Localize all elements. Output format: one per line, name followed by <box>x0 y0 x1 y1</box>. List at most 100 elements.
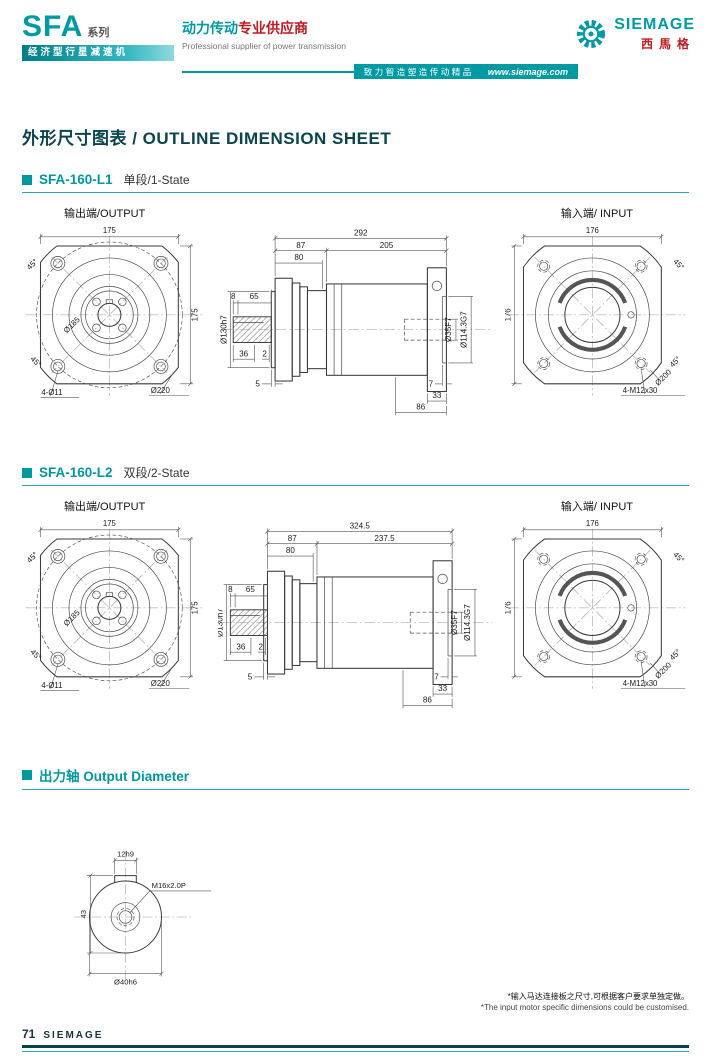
drawing-row: 175 175 45° 45° Ø185 4-Ø11 Ø220 <box>22 516 689 735</box>
dim-label: 4-Ø11 <box>41 681 62 690</box>
section-bullet <box>22 467 32 478</box>
tagline-cn-2: 专业供应商 <box>238 20 308 36</box>
dim-label: Ø200 <box>653 660 673 680</box>
dim-label: 87 <box>296 241 305 250</box>
dim-label: Ø200 <box>653 367 673 387</box>
section-subtitle: 双段/2-State <box>123 466 190 480</box>
flange-dimensions: 176 176 45° 45° Ø200 4-M12x30 <box>505 226 686 397</box>
brand-block: SFA 系列 经济型行星减速机 <box>22 12 174 61</box>
dim-label: 176 <box>505 601 513 614</box>
dim-label: 80 <box>294 253 303 262</box>
strip-bar: 致力智造塑造传动精品 www.siemage.com <box>353 64 578 79</box>
dim-label: 176 <box>586 519 599 528</box>
section-sfa-160-l2: SFA-160-L2 双段/2-State 输出端/OUTPUT 输入端/ IN… <box>22 464 689 735</box>
tagline-cn-1: 动力传动 <box>182 20 238 36</box>
dim-label: Ø185 <box>62 315 82 335</box>
dim-label: 175 <box>103 519 117 528</box>
side-section-drawing: 324.5 87 237.5 80 8 65 Ø130h7 <box>218 521 492 709</box>
dim-label: 45° <box>25 257 40 272</box>
dim-label: 292 <box>354 228 368 237</box>
website-text: www.siemage.com <box>487 66 568 77</box>
section-bullet <box>22 770 32 780</box>
dim-label: 36 <box>236 642 245 651</box>
output-shaft-drawing: 12h9 43 M16x2.0P Ø40h6 <box>74 850 211 987</box>
dim-label: 7 <box>434 673 439 682</box>
dim-label: 36 <box>239 349 248 358</box>
side-dimensions: 324.5 87 237.5 80 8 65 Ø130h7 <box>218 521 477 709</box>
dim-label: 2 <box>262 349 267 358</box>
gearbox-body <box>232 267 447 393</box>
output-flange-drawing: 175 175 45° 45° Ø185 4-Ø11 Ø220 <box>25 226 203 398</box>
brand-series-label: 系列 <box>87 27 110 39</box>
output-end-label: 输出端/OUTPUT <box>64 208 146 220</box>
flange-geometry <box>36 241 183 389</box>
dim-label: Ø40h6 <box>114 978 137 987</box>
dim-label: 205 <box>379 241 393 250</box>
input-end-label: 输入端/ INPUT <box>560 208 633 220</box>
dim-label: 45° <box>671 550 686 565</box>
flange-geometry <box>522 245 662 385</box>
dim-label: Ø220 <box>151 386 171 395</box>
company-logo: SIEMAGE 西馬格 <box>574 16 695 52</box>
dim-label: 4-M12x30 <box>623 386 658 395</box>
dim-label: 45° <box>25 550 40 565</box>
section-sfa-160-l1: SFA-160-L1 单段/1-State 输出端/OUTPUT 输入端/ IN… <box>22 171 689 442</box>
dim-label: 33 <box>432 391 441 400</box>
dim-label: 237.5 <box>374 534 395 543</box>
section-output-shaft: 出力轴 Output Diameter 12h9 <box>22 765 689 994</box>
dim-label: Ø114.3G7 <box>459 311 468 348</box>
dim-label: 80 <box>285 546 294 555</box>
dim-label: 45° <box>671 257 686 272</box>
dim-label: 324.5 <box>349 521 370 530</box>
dim-label: Ø220 <box>151 679 171 688</box>
drawing-row: 175 175 45° 45° Ø185 4-Ø11 Ø220 <box>22 223 689 442</box>
side-section-drawing: 292 87 205 80 8 65 Ø130h7 <box>219 228 490 416</box>
dim-label: 176 <box>586 226 599 235</box>
input-end-label: 输入端/ INPUT <box>560 501 633 513</box>
dim-label: 87 <box>287 534 296 543</box>
brand-logo: SFA <box>22 10 84 43</box>
dim-label: Ø185 <box>62 608 82 628</box>
strip-slogan: 致力智造塑造传动精品 <box>363 66 474 77</box>
dim-label: 175 <box>191 308 200 322</box>
section-title: SFA-160-L1 <box>39 172 113 187</box>
dim-label: 176 <box>505 308 513 321</box>
output-flange-drawing: 175 175 45° 45° Ø185 4-Ø11 Ø220 <box>25 519 203 691</box>
shaft-geometry <box>89 875 162 954</box>
page-title: 外形尺寸图表 / OUTLINE DIMENSION SHEET <box>22 129 392 148</box>
dim-label: 4-M12x30 <box>623 679 658 688</box>
dim-label: 43 <box>79 910 88 918</box>
dim-label: 12h9 <box>117 850 134 859</box>
flange-geometry <box>36 534 183 682</box>
output-end-label: 输出端/OUTPUT <box>64 501 146 513</box>
gear-logo-icon <box>577 19 606 49</box>
dim-label: 175 <box>103 226 117 235</box>
dim-label: 175 <box>191 601 200 615</box>
footer-brand: SIEMAGE <box>43 1029 104 1041</box>
dim-label: 7 <box>428 380 433 389</box>
dim-label: Ø35F7 <box>444 317 453 342</box>
page-number: 71 <box>22 1026 36 1041</box>
dim-label: 5 <box>247 673 252 682</box>
footnote-cn: *输入马达连接板之尺寸,可根据客户要求单独定做。 <box>507 991 689 1001</box>
dim-label: 65 <box>245 585 254 594</box>
section-title: 出力轴 Output Diameter <box>39 769 190 784</box>
dim-label: Ø114.3G7 <box>463 604 472 641</box>
dim-label: 4-Ø11 <box>41 388 62 397</box>
section-subtitle: 单段/1-State <box>123 173 190 187</box>
dim-label: 45° <box>668 647 683 662</box>
shaft-dimensions: 12h9 43 M16x2.0P Ø40h6 <box>79 850 211 987</box>
side-dimensions: 292 87 205 80 8 65 Ø130h7 <box>219 228 473 416</box>
dim-label: 86 <box>422 696 431 705</box>
logo-name: SIEMAGE <box>614 16 695 33</box>
footer-line-dark <box>22 1044 689 1048</box>
gearbox-body <box>229 560 453 686</box>
dim-label: 65 <box>249 292 258 301</box>
footer-line-teal <box>22 1050 689 1052</box>
flange-dimensions: 176 176 45° 45° Ø200 4-M12x30 <box>505 519 686 690</box>
dim-label: M16x2.0P <box>152 881 186 890</box>
section-heading: 出力轴 Output Diameter <box>22 765 689 790</box>
header-strip: 致力智造塑造传动精品 www.siemage.com <box>182 64 578 79</box>
section-title: SFA-160-L2 <box>39 465 113 480</box>
